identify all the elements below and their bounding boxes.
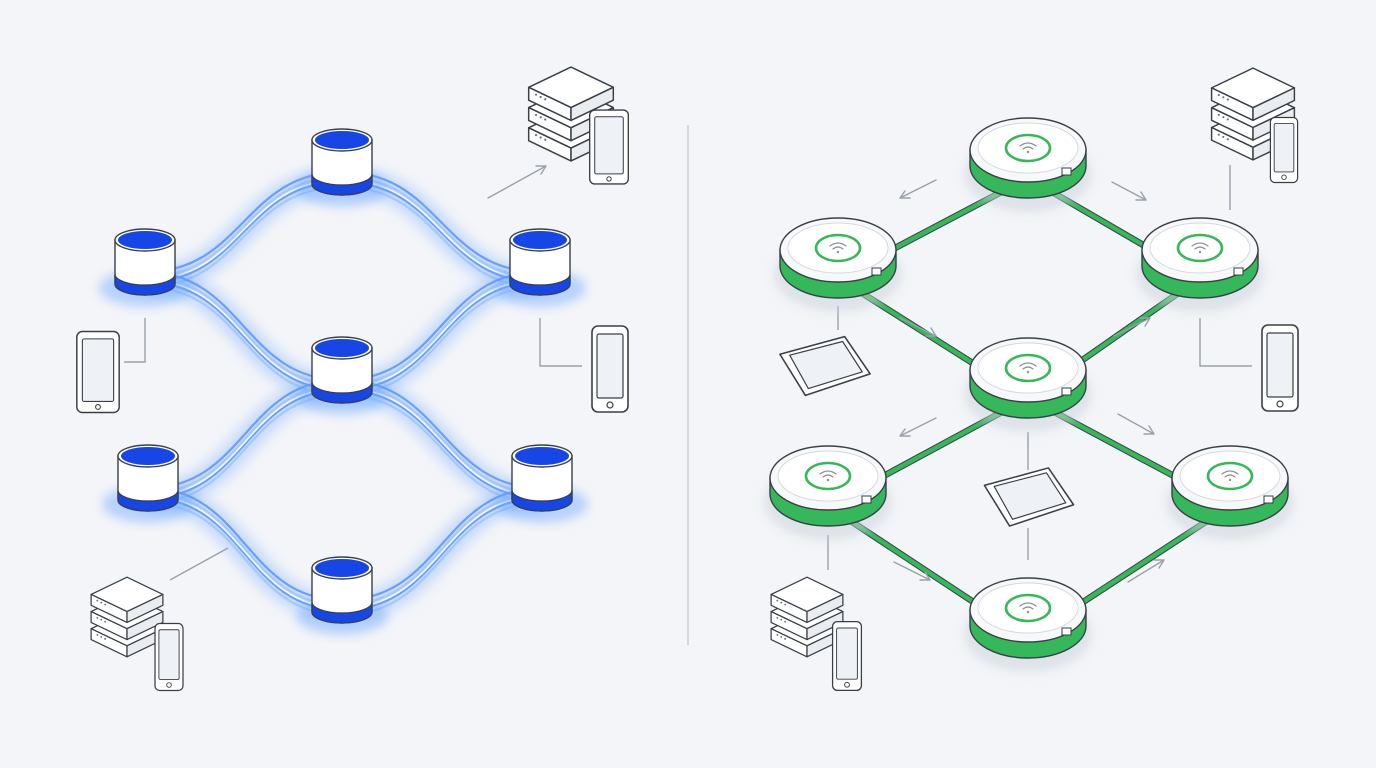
ethernet-port-icon [1061,387,1072,396]
wifi-access-point-icon [764,445,892,540]
wifi-access-point-icon [964,577,1092,672]
smartphone-icon [831,620,863,692]
database-cylinder-icon [296,556,388,635]
wifi-access-point-icon [964,337,1092,432]
wired-access-points [764,117,1294,672]
database-cylinder-icon [296,128,388,207]
ethernet-port-icon [871,267,882,276]
flow-arrows [487,165,1165,583]
ethernet-port-icon [1061,167,1072,176]
database-cylinder-icon [99,228,191,307]
database-cylinder-icon [496,444,588,523]
wifi-icon [1019,362,1037,374]
wireless-nodes [99,128,588,635]
smartphone-icon [154,622,184,692]
wifi-icon [1221,470,1239,482]
database-cylinder-icon [102,444,194,523]
wifi-access-point-icon [1166,445,1294,540]
ethernet-port-icon [861,495,872,504]
smartphone-icon [1269,116,1299,184]
wifi-icon [1191,242,1209,254]
wifi-icon [829,242,847,254]
wifi-icon [819,470,837,482]
wifi-icon [1019,142,1037,154]
server-icon [90,576,164,658]
tablet-icon [76,330,120,414]
wifi-access-point-icon [964,117,1092,212]
database-cylinder-icon [494,228,586,307]
tablet-icon [779,335,871,397]
wifi-icon [1019,602,1037,614]
wifi-access-point-icon [774,217,902,312]
smartphone-icon [591,325,629,413]
ethernet-port-icon [1233,267,1244,276]
ethernet-port-icon [1263,495,1274,504]
tablet-icon [589,109,629,185]
ethernet-port-icon [1061,627,1072,636]
wifi-access-point-icon [1136,217,1264,312]
tablet-icon [983,467,1075,527]
smartphone-icon [1261,324,1299,412]
database-cylinder-icon [296,336,388,415]
